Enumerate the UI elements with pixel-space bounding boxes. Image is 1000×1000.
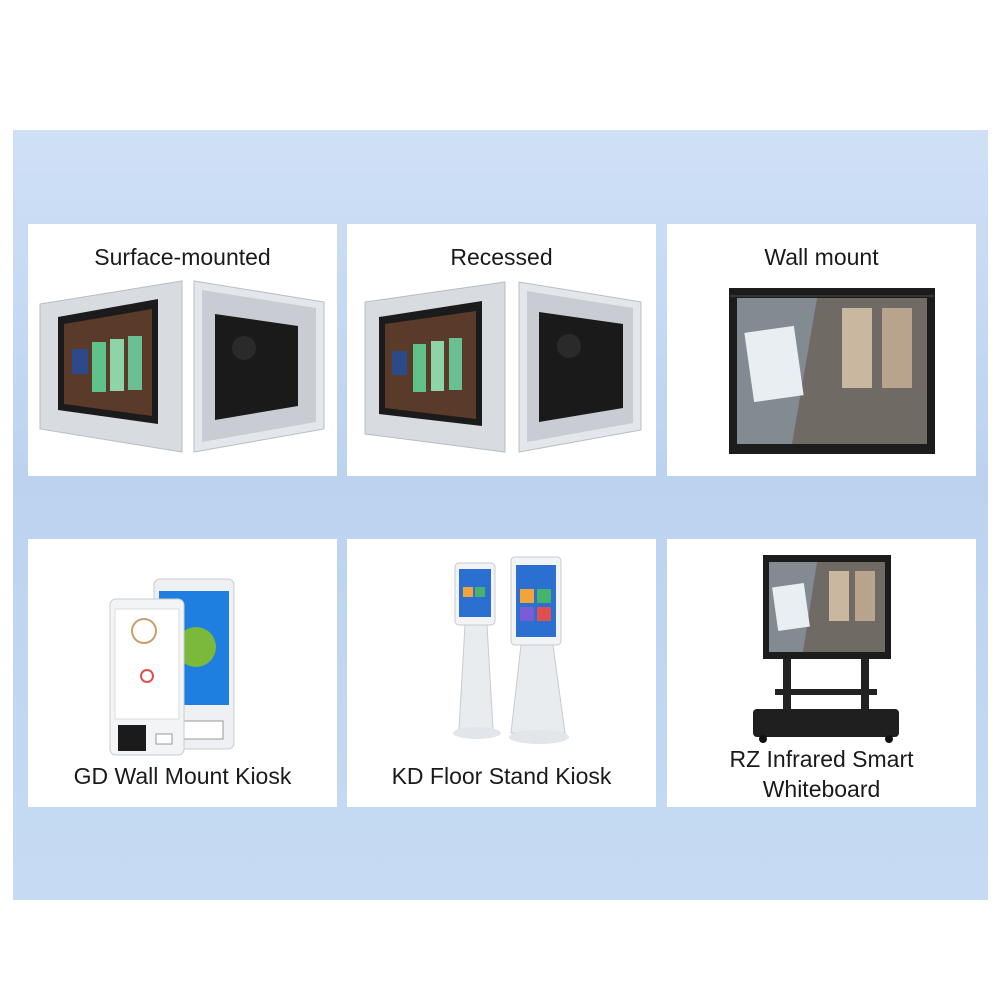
rz-smart-whiteboard-image	[753, 555, 899, 743]
product-card-wall-mount[interactable]: Wall mount	[667, 224, 976, 476]
product-card-rz-infrared-smart-whiteboard[interactable]: RZ Infrared Smart Whiteboard	[667, 539, 976, 807]
product-card-gd-wall-mount-kiosk[interactable]: GD Wall Mount Kiosk	[28, 539, 337, 807]
product-title: Recessed	[450, 244, 553, 270]
product-title: GD Wall Mount Kiosk	[73, 763, 292, 789]
surface-mounted-monitor-image	[39, 280, 325, 453]
wall-mount-monitor-image	[729, 288, 935, 454]
product-title: Wall mount	[764, 244, 879, 270]
product-title: Surface-mounted	[94, 244, 271, 270]
kd-floor-stand-kiosk-image	[453, 556, 569, 744]
product-title-line-2: Whiteboard	[762, 776, 881, 802]
recessed-monitor-image	[364, 281, 642, 453]
gd-wall-mount-kiosk-image	[109, 578, 235, 756]
product-card-kd-floor-stand-kiosk[interactable]: KD Floor Stand Kiosk	[347, 539, 656, 807]
product-card-recessed[interactable]: Recessed	[347, 224, 656, 476]
product-card-surface-mounted[interactable]: Surface-mounted	[28, 224, 337, 476]
product-title-line-1: RZ Infrared Smart	[729, 746, 914, 772]
product-title: KD Floor Stand Kiosk	[391, 763, 612, 789]
